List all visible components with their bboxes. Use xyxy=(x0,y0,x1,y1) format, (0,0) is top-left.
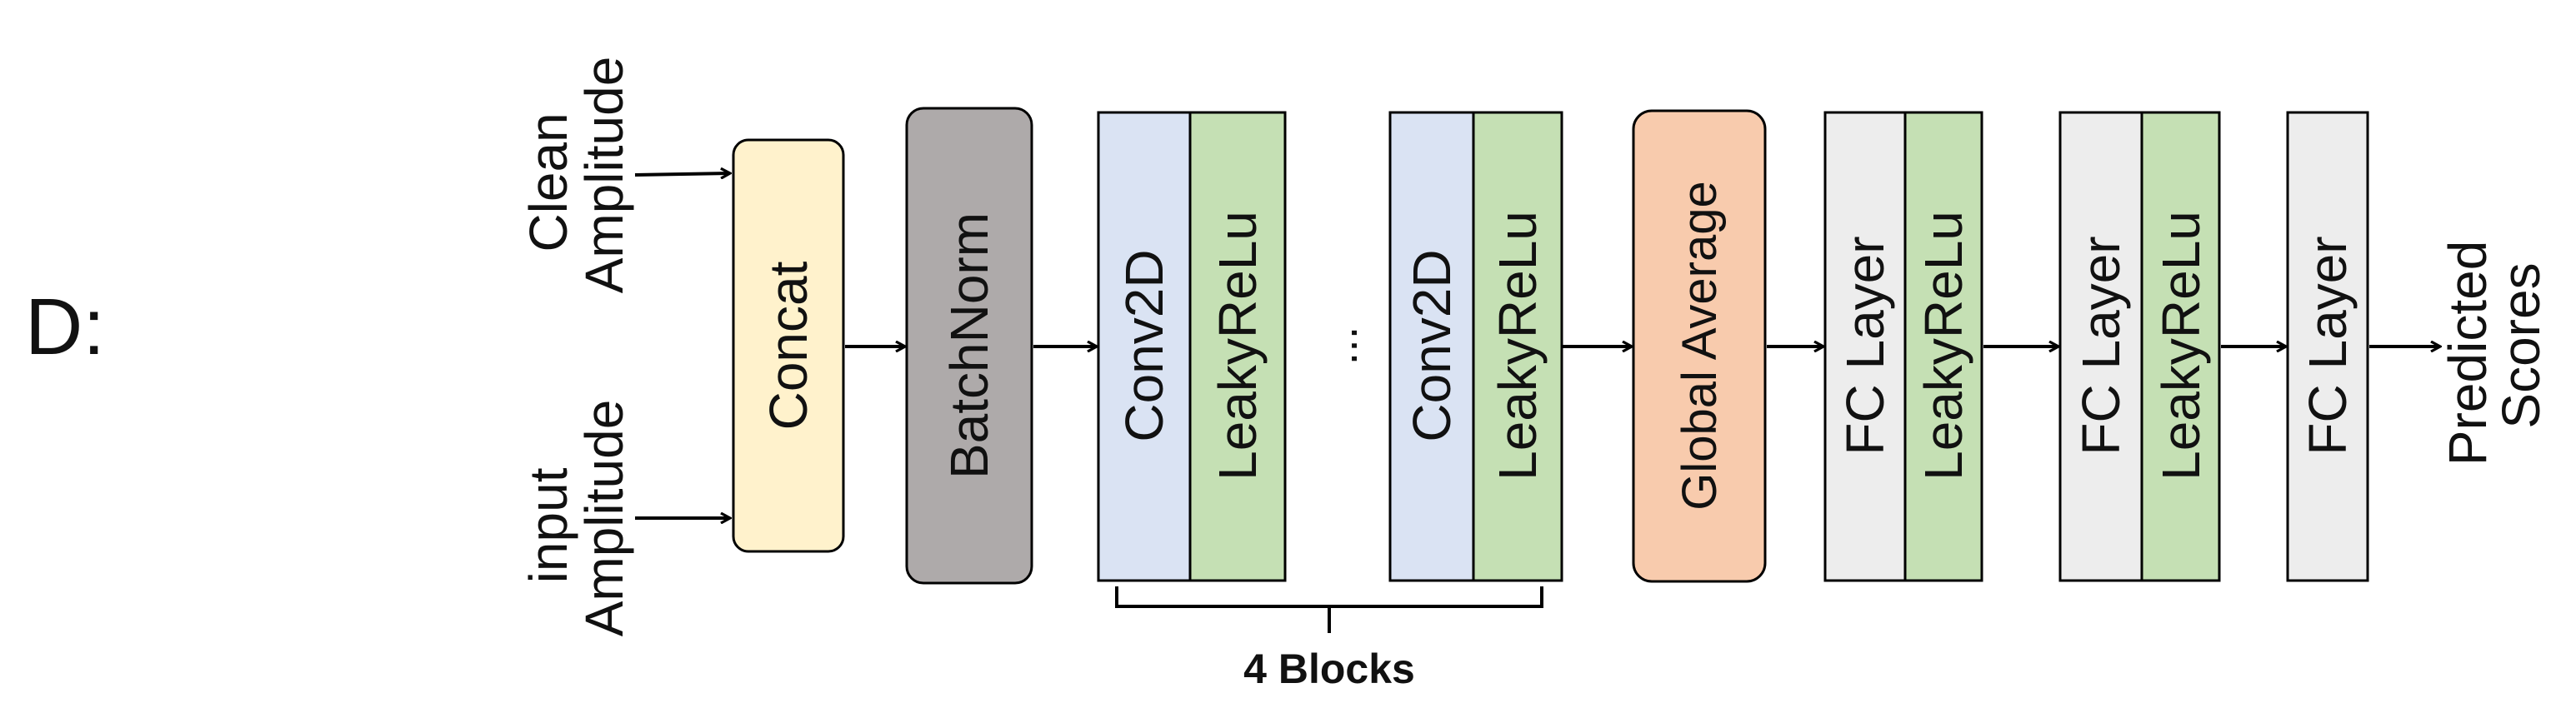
fc-layer-label-3: FC Layer xyxy=(2298,236,2358,455)
blocks-brace: 4 Blocks xyxy=(1115,586,1543,692)
clean-amplitude-label: Clean Amplitude xyxy=(518,57,634,294)
global-average-block: Global Average xyxy=(1632,109,1767,583)
fc-layer-box-3 xyxy=(2286,111,2369,582)
leakyrelu-label-1: LeakyReLu xyxy=(1208,211,1268,481)
arrow-clean-to-concat xyxy=(634,173,730,175)
leakyrelu-label-2: LeakyReLu xyxy=(1488,211,1548,481)
batchnorm-block: BatchNorm xyxy=(905,107,1033,585)
fc-block-2: FC Layer LeakyReLu xyxy=(2058,111,2221,582)
panel-label: D: xyxy=(25,282,105,371)
connection-arrows xyxy=(634,173,2440,518)
leakyrelu-box-2 xyxy=(1472,111,1563,582)
leakyrelu-box-1 xyxy=(1188,111,1287,582)
conv2d-label-2: Conv2D xyxy=(1402,249,1462,441)
leakyrelu-box-3 xyxy=(1903,111,1983,582)
fc-layer-label-1: FC Layer xyxy=(1835,236,1895,455)
brace-label: 4 Blocks xyxy=(1243,646,1415,692)
batchnorm-box xyxy=(905,107,1033,585)
batchnorm-label: BatchNorm xyxy=(939,212,999,479)
conv2d-box-1 xyxy=(1097,111,1192,582)
global-average-box xyxy=(1632,109,1767,583)
input-amplitude-label: input Amplitude xyxy=(518,400,634,637)
leakyrelu-label-3: LeakyReLu xyxy=(1913,211,1973,481)
fc-layer-label-2: FC Layer xyxy=(2071,236,2131,455)
conv-block-2: Conv2D LeakyReLu xyxy=(1388,111,1563,582)
concat-box xyxy=(732,138,845,553)
conv2d-box-2 xyxy=(1388,111,1475,582)
brace-shape xyxy=(1115,586,1543,633)
concat-label: Concat xyxy=(758,261,818,430)
leakyrelu-label-4: LeakyReLu xyxy=(2151,211,2211,481)
predicted-scores-label: Predicted Scores xyxy=(2438,226,2551,466)
conv2d-label-1: Conv2D xyxy=(1114,249,1174,441)
leakyrelu-box-4 xyxy=(2140,111,2221,582)
ellipsis: ... xyxy=(1314,327,1367,366)
fc-block-1: FC Layer LeakyReLu xyxy=(1823,111,1983,582)
concat-block: Concat xyxy=(732,138,845,553)
conv-block-1: Conv2D LeakyReLu xyxy=(1097,111,1287,582)
global-average-label: Global Average xyxy=(1673,181,1727,511)
fc-block-3: FC Layer xyxy=(2286,111,2369,582)
